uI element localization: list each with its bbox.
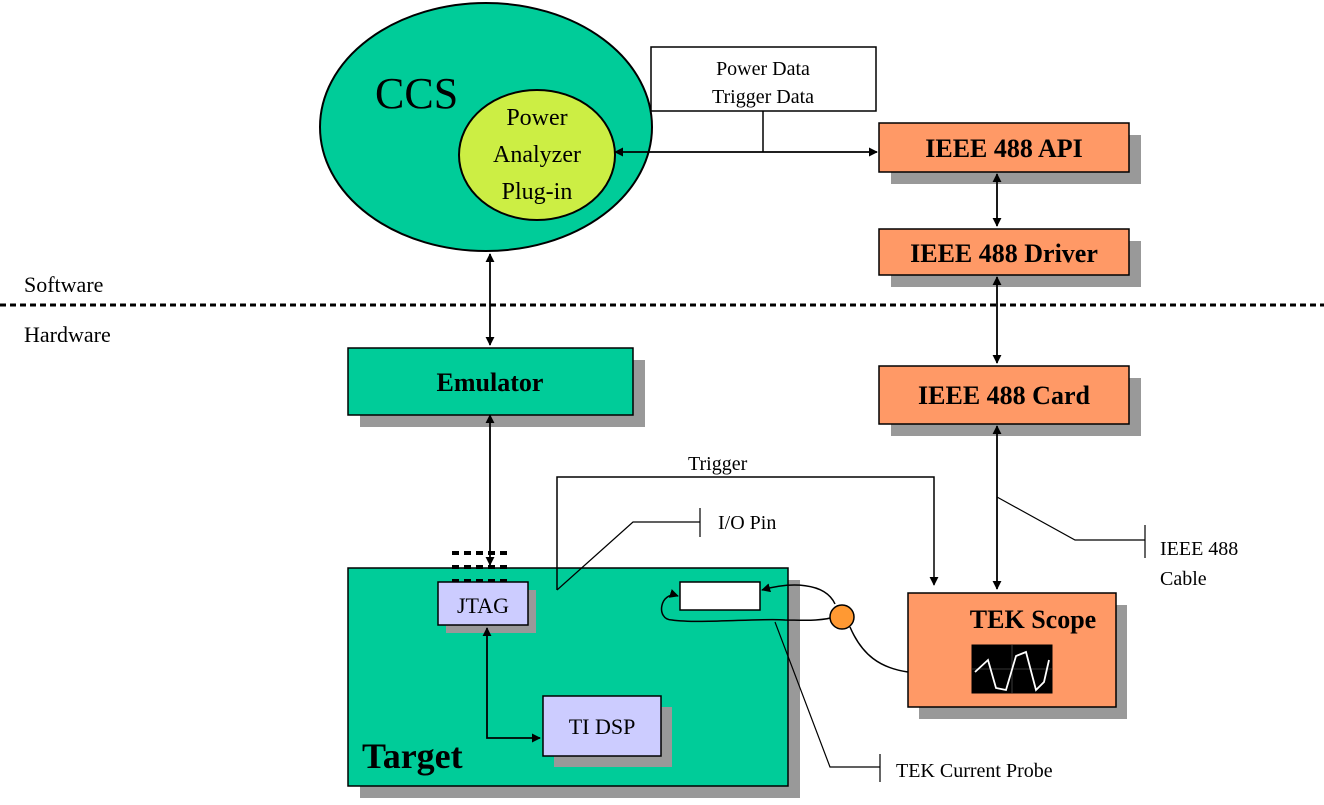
ieee-driver-box: IEEE 488 Driver [878,228,1141,287]
trigger-label: Trigger [688,453,748,475]
jtag-box: JTAG [437,581,536,633]
jtag-label: JTAG [457,593,509,618]
sense-resistor [679,581,761,611]
trigger-line [556,476,939,590]
plugin-line-2: Analyzer [493,142,581,168]
jtag-connector-pins [452,551,512,583]
data-label-line-2: Trigger Data [712,86,814,108]
ti-dsp-box: TI DSP [542,695,672,767]
probe-wire-left [660,589,839,623]
ccs-node: CCS Power Analyzer Plug-in [319,2,653,252]
ieee-card-box: IEEE 488 Card [878,365,1141,436]
probe-wire-right [761,583,836,605]
ieee-api-label: IEEE 488 API [925,134,1083,163]
scope-waveform-icon [974,650,1050,692]
probe-cable-to-scope [849,626,909,673]
target-label: Target [362,736,463,776]
plugin-line-3: Plug-in [502,179,573,205]
cable-label-line-2: Cable [1160,568,1207,590]
ieee-driver-label: IEEE 488 Driver [910,239,1098,268]
tek-current-probe-label: TEK Current Probe [896,760,1053,782]
software-label: Software [24,272,103,297]
plugin-line-1: Power [506,105,567,131]
current-probe-leader [774,621,880,768]
tek-scope-label: TEK Scope [970,605,1096,634]
io-pin-label: I/O Pin [718,512,776,534]
ieee-api-box: IEEE 488 API [878,122,1141,184]
io-pin-leader [556,521,700,591]
tek-scope-box: TEK Scope [907,592,1127,719]
current-probe-clamp [829,604,855,630]
cable-callout-leader [996,496,1145,541]
ieee-card-label: IEEE 488 Card [918,381,1090,410]
jtag-dsp-arrow [482,627,541,743]
cable-label-line-1: IEEE 488 [1160,538,1238,560]
ccs-title: CCS [375,69,458,118]
data-label-box: Power Data Trigger Data [650,46,877,112]
emulator-box: Emulator [347,347,645,427]
hardware-label: Hardware [24,322,111,347]
data-label-line-1: Power Data [716,58,810,80]
emulator-label: Emulator [437,368,544,397]
ti-dsp-label: TI DSP [569,714,636,739]
